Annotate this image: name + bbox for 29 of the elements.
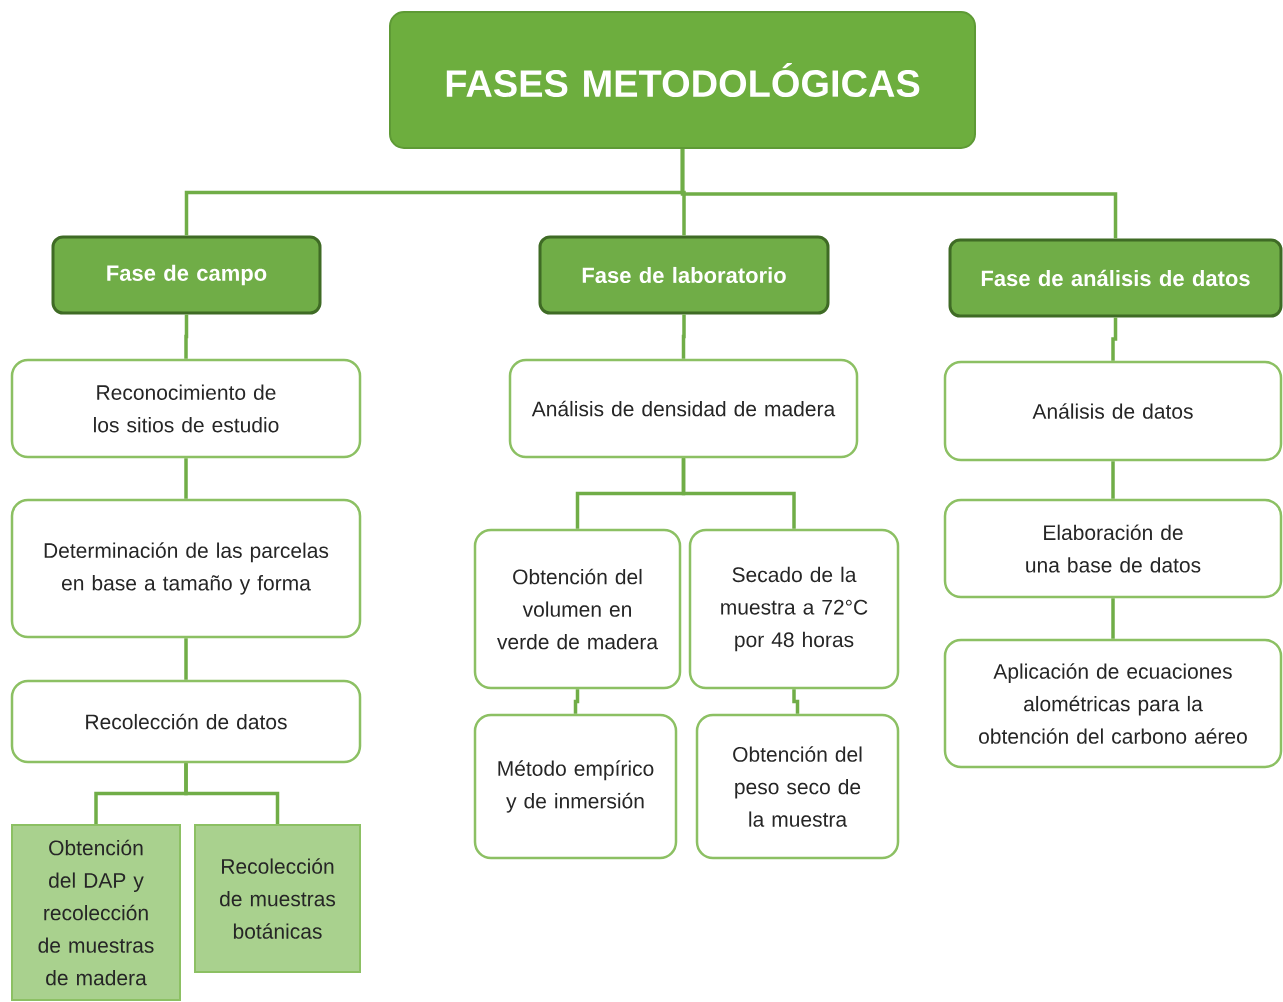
connector-line bbox=[681, 458, 796, 529]
phase-box: Fase de laboratorio bbox=[538, 235, 830, 315]
title-box: FASES METODOLÓGICAS bbox=[389, 11, 976, 149]
phase-box: Fase de análisis de datos bbox=[948, 238, 1283, 318]
step-box: Análisis de datos bbox=[943, 360, 1283, 462]
step-box: Obtención del peso seco de la muestra bbox=[695, 713, 900, 860]
step-box: Método empírico y de inmersión bbox=[473, 713, 678, 860]
connector-line bbox=[681, 314, 686, 359]
step-box: Determinación de las parcelas en base a tamaño y forma bbox=[10, 498, 362, 639]
connector-line bbox=[573, 689, 580, 714]
connector-line bbox=[184, 458, 188, 499]
step-box: Obtención del volumen en verde de madera bbox=[473, 528, 682, 690]
connector-line bbox=[184, 763, 280, 824]
leaf-box: Recolección de muestras botánicas bbox=[194, 824, 361, 973]
step-box: Aplicación de ecuaciones alométricas para la obtención del carbono aéreo bbox=[943, 638, 1283, 769]
connector-line bbox=[792, 689, 800, 714]
connector-line bbox=[184, 638, 188, 680]
step-box: Reconocimiento de los sitios de estudio bbox=[10, 358, 362, 459]
phase-box: Fase de campo bbox=[51, 235, 322, 315]
step-box: Análisis de densidad de madera bbox=[508, 358, 859, 459]
step-box: Recolección de datos bbox=[10, 679, 362, 764]
connector-line bbox=[1111, 461, 1115, 499]
step-box: Secado de la muestra a 72°C por 48 horas bbox=[688, 528, 900, 690]
leaf-box: Obtención del DAP y recolección de muestras de madera bbox=[11, 824, 181, 1001]
connector-line bbox=[1111, 598, 1115, 639]
step-box: Elaboración de una base de datos bbox=[943, 498, 1283, 599]
connector-line bbox=[184, 314, 189, 359]
connector-line bbox=[1111, 317, 1118, 361]
connector-line bbox=[680, 149, 1118, 239]
